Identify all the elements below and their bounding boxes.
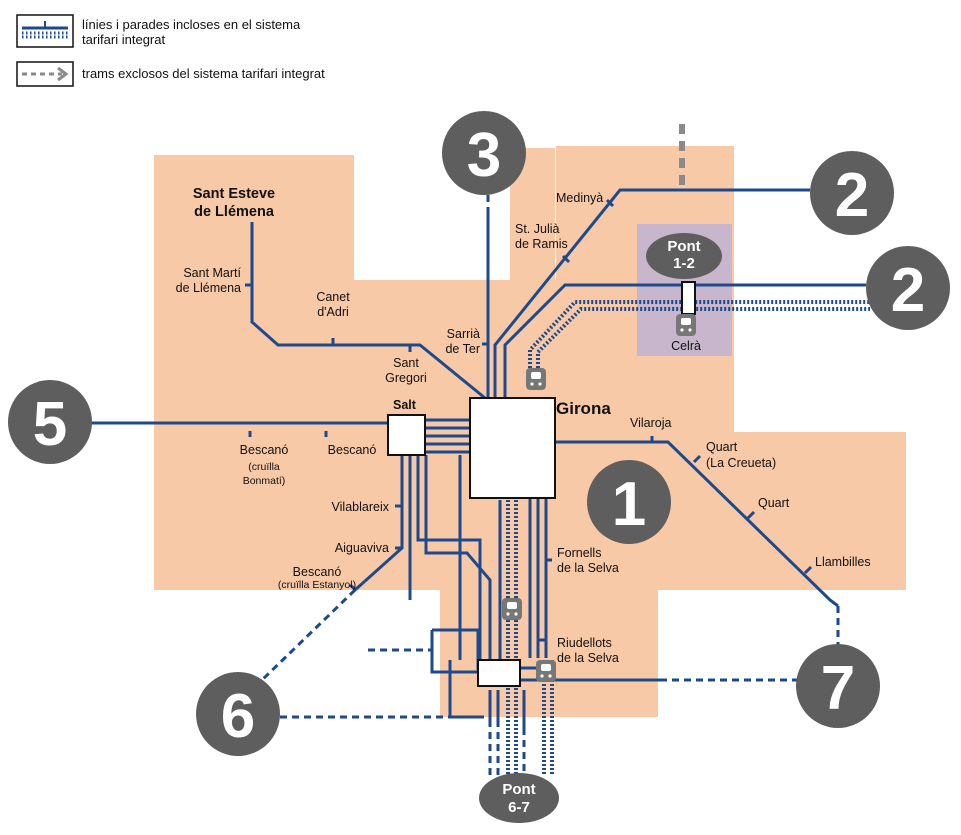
svg-text:3: 3 — [467, 121, 501, 190]
svg-text:Pont: Pont — [502, 781, 535, 798]
celra-zone — [637, 224, 732, 356]
label-fornells-2: de la Selva — [557, 561, 619, 575]
label-sant-marti-2: de Llémena — [176, 281, 241, 295]
label-st-julia: St. Julià — [515, 222, 560, 236]
route-circle-3: 3 — [442, 111, 526, 195]
label-bescano-bonmati: Bescanó — [240, 443, 289, 457]
pont-1-2-badge: Pont 1-2 — [646, 233, 722, 279]
stop-labels: Sant Esteve de Llémena Sant Martí de Llé… — [176, 186, 871, 665]
label-canet: Canet — [316, 290, 350, 304]
label-st-julia-2: de Ramis — [515, 237, 568, 251]
legend-excluded-text: trams exclosos del sistema tarifari inte… — [82, 66, 325, 81]
tariff-zone — [154, 146, 906, 717]
label-sarria-2: de Ter — [445, 342, 480, 356]
pont-6-7-badge: Pont 6-7 — [479, 773, 559, 823]
route-circle-6: 6 — [196, 672, 280, 756]
label-girona: Girona — [556, 399, 611, 418]
label-vilaroja: Vilaroja — [630, 416, 672, 430]
route-circle-2-celra: 2 — [866, 246, 950, 330]
label-bescano-bonmati-3: Bonmatí) — [243, 475, 286, 487]
label-celra: Celrà — [671, 339, 701, 353]
svg-text:2: 2 — [835, 161, 869, 230]
svg-text:2: 2 — [891, 256, 925, 325]
label-sant-esteve: Sant Esteve — [193, 186, 275, 202]
label-sant-esteve-2: de Llémena — [194, 204, 275, 220]
label-sarria: Sarrià — [447, 327, 480, 341]
train-icon — [502, 598, 522, 620]
route-circle-2-medinya: 2 — [810, 151, 894, 235]
celra-station — [681, 281, 696, 315]
svg-text:Pont: Pont — [667, 238, 700, 255]
label-bescano: Bescanó — [328, 443, 377, 457]
legend-integrated-symbol — [16, 14, 74, 48]
label-quart: Quart — [758, 496, 790, 510]
label-fornells: Fornells — [557, 546, 601, 560]
bus-lines — [90, 188, 866, 728]
svg-text:1-2: 1-2 — [673, 255, 695, 272]
label-quart-creueta: Quart — [706, 440, 738, 454]
label-salt: Salt — [393, 398, 417, 412]
label-sant-gregori: Sant — [393, 356, 419, 370]
label-bescano-bonmati-2: (cruïlla — [248, 461, 280, 473]
label-bescano-estanyol-2: (cruïlla Estanyol) — [278, 579, 356, 591]
salt-station — [387, 414, 426, 456]
girona-station — [469, 397, 556, 499]
legend-excluded-symbol — [16, 61, 74, 87]
svg-text:5: 5 — [33, 390, 67, 459]
label-bescano-estanyol: Bescanó — [293, 565, 342, 579]
stop-ticks — [245, 198, 813, 642]
svg-text:7: 7 — [821, 654, 855, 723]
excluded-bus-segments — [90, 188, 866, 775]
label-quart-creueta-2: (La Creueta) — [706, 456, 776, 470]
railway-tracks — [506, 300, 870, 775]
train-icon — [676, 314, 696, 336]
label-riudellots-2: de la Selva — [557, 651, 619, 665]
svg-text:1: 1 — [612, 470, 646, 539]
label-sant-gregori-2: Gregori — [385, 371, 427, 385]
label-sant-marti: Sant Martí — [183, 266, 241, 280]
route-circle-7: 7 — [796, 644, 880, 728]
route-circle-5: 5 — [8, 380, 92, 464]
train-icon — [526, 368, 546, 390]
svg-text:6-7: 6-7 — [508, 799, 530, 816]
label-aiguaviva: Aiguaviva — [335, 541, 389, 555]
riudellots-station — [477, 659, 521, 687]
label-medinya: Medinyà — [556, 191, 603, 205]
label-vilablareix: Vilablareix — [332, 500, 390, 514]
label-riudellots: Riudellots — [557, 636, 612, 650]
train-icon — [536, 660, 556, 682]
route-circle-1: 1 — [587, 460, 671, 544]
svg-text:6: 6 — [221, 682, 255, 751]
label-canet-2: d'Adri — [317, 305, 349, 319]
label-llambilles: Llambilles — [815, 555, 871, 569]
